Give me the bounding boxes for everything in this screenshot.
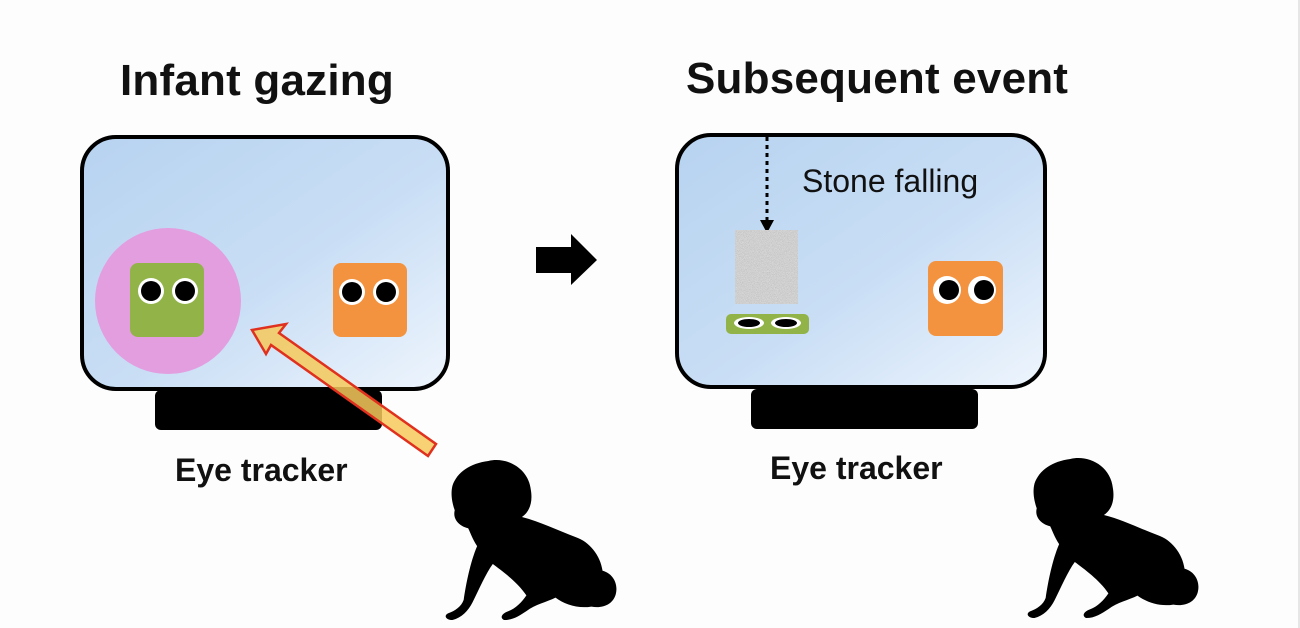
stone-falling-label: Stone falling (802, 163, 979, 199)
orange-agent-left (333, 263, 407, 337)
squashed-green-agent (726, 314, 809, 334)
green-agent (130, 263, 204, 337)
eye-tracker-label-right: Eye tracker (770, 450, 943, 486)
eye-tracker-label-left: Eye tracker (175, 452, 348, 488)
infant-silhouette-right (1027, 458, 1199, 619)
page-edge-divider (1298, 0, 1300, 628)
panel-title-subsequent-event: Subsequent event (686, 54, 1069, 103)
infant-silhouette-left (445, 460, 617, 621)
left-monitor (80, 135, 450, 458)
right-monitor (675, 133, 1047, 429)
dotted-down-arrow-icon (760, 137, 774, 233)
gaze-arrow-icon (250, 322, 438, 458)
orange-agent-right (928, 261, 1003, 336)
panel-title-infant-gazing: Infant gazing (120, 56, 394, 105)
right-eye-tracker-bar (751, 389, 978, 429)
left-eye-tracker-bar (155, 390, 382, 430)
falling-stone (735, 230, 798, 304)
right-arrow-icon (536, 234, 597, 285)
